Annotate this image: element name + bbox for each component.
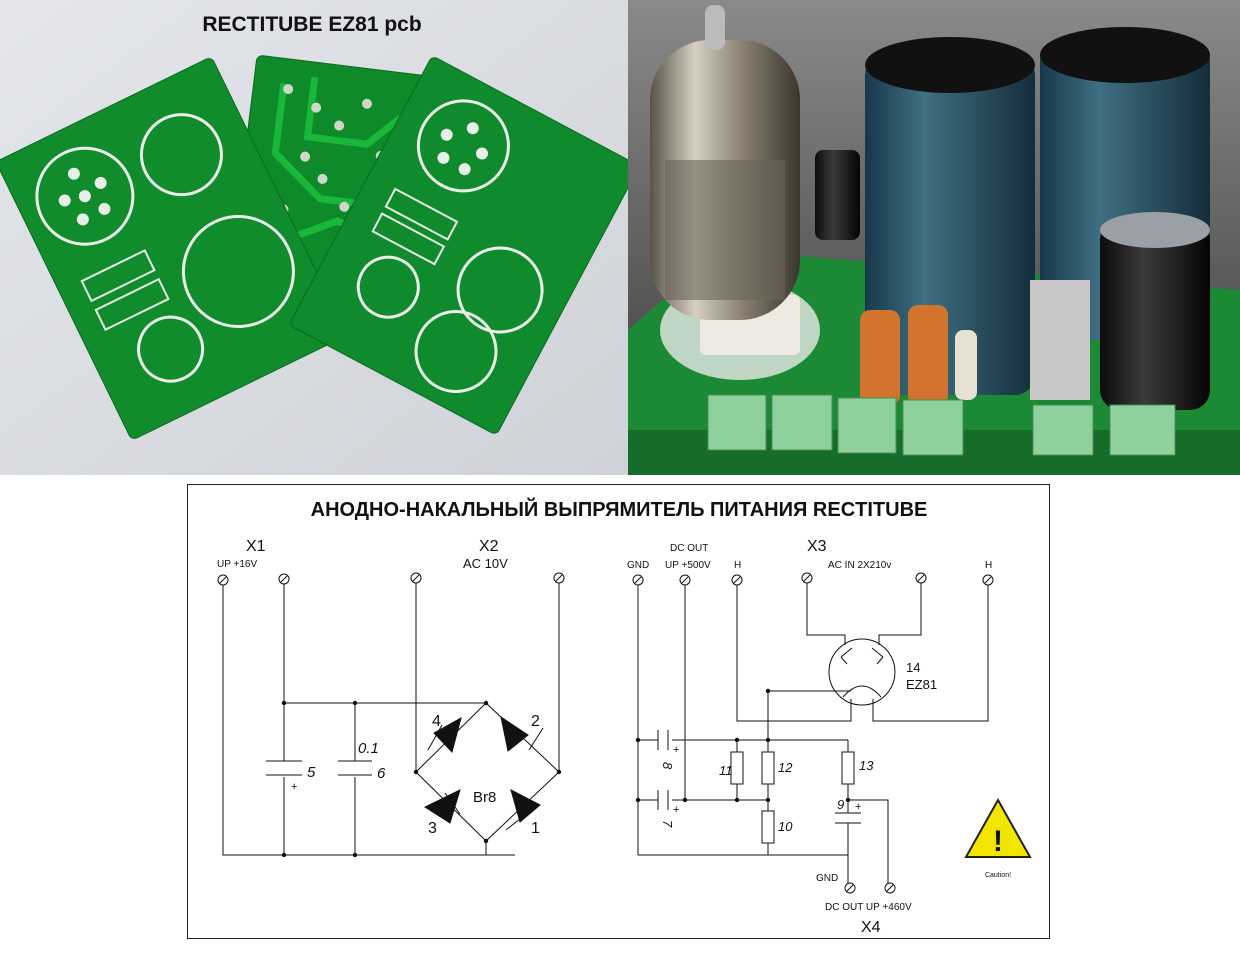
r11-label: 11 bbox=[719, 763, 733, 778]
c8-label: 8 bbox=[660, 762, 675, 770]
pcb-board-right bbox=[290, 57, 638, 434]
x3-gnd: GND bbox=[627, 560, 649, 571]
svg-text:2: 2 bbox=[531, 713, 540, 730]
x4-gnd: GND bbox=[816, 873, 838, 884]
connector-x3: DC OUT X3 GND UP +500V H AC IN 2X210v H bbox=[627, 538, 994, 586]
x3-dc-out: DC OUT bbox=[670, 543, 708, 554]
x4-terminal-gnd bbox=[844, 882, 856, 894]
svg-text:+: + bbox=[673, 804, 679, 816]
resistor-r12: 12 bbox=[761, 751, 793, 785]
c6-label: 6 bbox=[377, 765, 386, 782]
svg-text:3: 3 bbox=[428, 820, 437, 837]
svg-text:4: 4 bbox=[432, 713, 441, 730]
capacitor-c7: + 7 bbox=[657, 790, 679, 828]
photo-strip: RECTITUBE EZ81 pcb bbox=[0, 0, 1240, 475]
svg-text:1: 1 bbox=[531, 820, 540, 837]
x4-id: X4 bbox=[861, 919, 881, 936]
x2-id: X2 bbox=[479, 538, 499, 555]
r10-label: 10 bbox=[778, 819, 793, 834]
x4-terminal-up bbox=[884, 882, 896, 894]
resistor-r10: 10 bbox=[761, 810, 793, 844]
connector-x2: X2 AC 10V bbox=[410, 538, 565, 584]
x4-label: DC OUT UP +460V bbox=[825, 902, 912, 913]
schematic-panel: АНОДНО-НАКАЛЬНЫЙ ВЫПРЯМИТЕЛЬ ПИТАНИЯ REC… bbox=[187, 484, 1050, 939]
ez81-tube bbox=[650, 5, 820, 380]
caution-sign: ! Caution! bbox=[964, 797, 1032, 879]
capacitor-c5: + 5 bbox=[266, 760, 316, 793]
tube-number: 14 bbox=[906, 660, 920, 675]
pcb-board-left bbox=[0, 58, 346, 439]
c6-value: 0.1 bbox=[358, 740, 379, 757]
diode-d2 bbox=[500, 715, 529, 752]
svg-text:+: + bbox=[855, 801, 861, 813]
warning-triangle-icon bbox=[964, 797, 1032, 858]
resistor-r11: 11 bbox=[719, 751, 744, 785]
x3-ac-in: AC IN 2X210v bbox=[828, 560, 891, 571]
c9-label: 9 bbox=[837, 797, 844, 812]
x3-id: X3 bbox=[807, 538, 827, 555]
r13-label: 13 bbox=[859, 758, 874, 773]
bridge-label: Br8 bbox=[473, 789, 496, 806]
x3-h-right: H bbox=[985, 560, 992, 571]
x3-h-left: H bbox=[734, 560, 741, 571]
c5-label: 5 bbox=[307, 764, 316, 781]
connector-x4: GND DC OUT UP +460V X4 bbox=[816, 873, 912, 936]
svg-text:!: ! bbox=[993, 825, 1003, 858]
diode-d1 bbox=[510, 789, 541, 823]
svg-text:+: + bbox=[291, 781, 297, 793]
schematic-title: АНОДНО-НАКАЛЬНЫЙ ВЫПРЯМИТЕЛЬ ПИТАНИЯ REC… bbox=[311, 497, 928, 521]
assembled-board-photo bbox=[628, 0, 1240, 475]
x1-pin-label: UP +16V bbox=[217, 559, 257, 570]
c7-label: 7 bbox=[660, 820, 675, 828]
r12-label: 12 bbox=[778, 760, 793, 775]
filter-capacitor-left bbox=[865, 55, 1035, 395]
svg-text:+: + bbox=[673, 744, 679, 756]
caution-label: Caution! bbox=[985, 872, 1011, 879]
capacitor-c8: + 8 bbox=[657, 730, 679, 770]
schematic-diagram: АНОДНО-НАКАЛЬНЫЙ ВЫПРЯМИТЕЛЬ ПИТАНИЯ REC… bbox=[217, 497, 1032, 936]
connector-x1: X1 UP +16V bbox=[217, 538, 290, 586]
diode-d4 bbox=[433, 716, 462, 753]
tube-ez81: 14 EZ81 bbox=[828, 638, 937, 706]
pcb-photo-caption: RECTITUBE EZ81 pcb bbox=[202, 13, 421, 36]
tube-type: EZ81 bbox=[906, 677, 937, 692]
x3-up: UP +500V bbox=[665, 560, 711, 571]
resistor-r13: 13 bbox=[841, 751, 874, 785]
x2-label: AC 10V bbox=[463, 556, 508, 571]
x1-id: X1 bbox=[246, 538, 266, 555]
bridge-rectifier-br8: 4 2 3 1 Br8 bbox=[415, 702, 560, 842]
pcb-photo: RECTITUBE EZ81 pcb bbox=[0, 0, 638, 475]
capacitor-c6: 0.1 6 bbox=[338, 740, 386, 782]
